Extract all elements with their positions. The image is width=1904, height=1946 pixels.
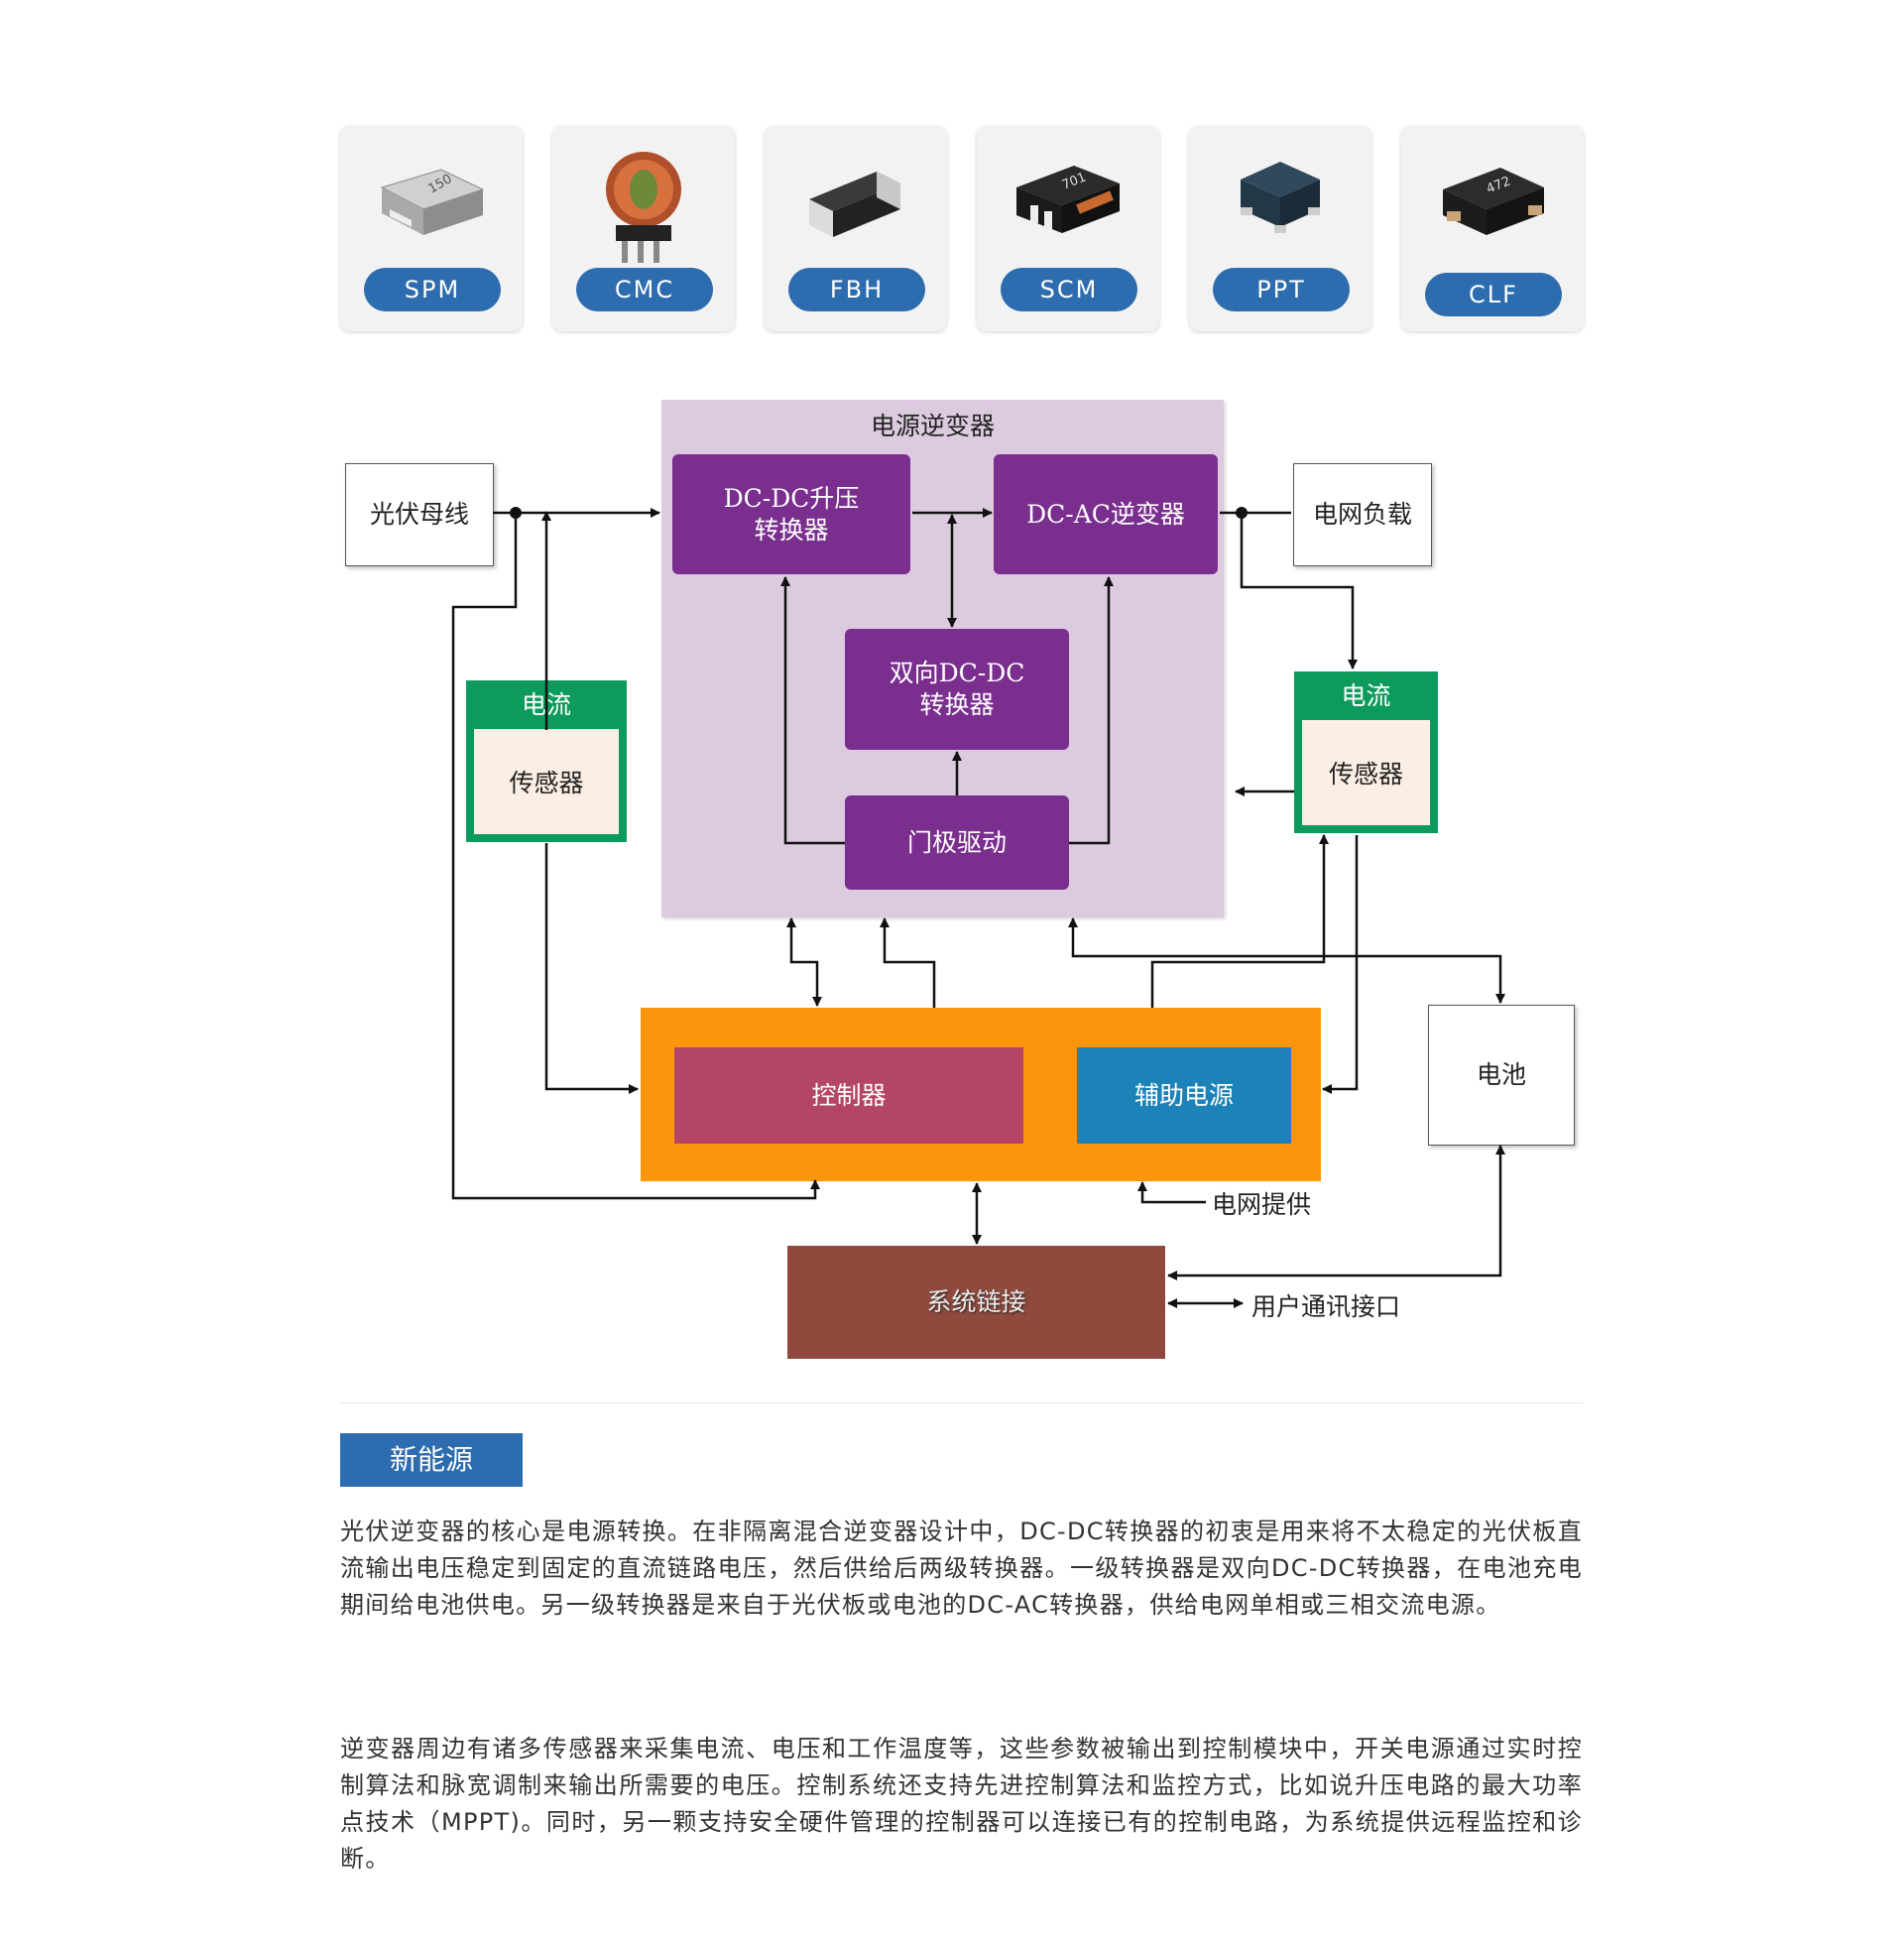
section-tag: 新能源 bbox=[340, 1433, 523, 1487]
current-sensor-left: 电流 传感器 bbox=[466, 680, 627, 842]
product-card-fbh[interactable]: FBH bbox=[765, 126, 947, 331]
coil-inductor-icon: 472 bbox=[1443, 168, 1544, 235]
dcac-inverter: DC-AC逆变器 bbox=[994, 454, 1218, 574]
inverter-block-diagram: 电源逆变器 光伏母线 电网负载 DC-DC升压 转换器 DC-AC逆变器 双向D… bbox=[337, 387, 1587, 1369]
connector-lines bbox=[451, 507, 1505, 1308]
user-comm-label: 用户通讯接口 bbox=[1251, 1292, 1401, 1321]
dcdc-boost-converter: DC-DC升压 转换器 bbox=[672, 454, 910, 574]
product-label-spm[interactable]: SPM bbox=[364, 268, 501, 311]
product-card-scm[interactable]: 701 SCM bbox=[977, 126, 1159, 331]
product-label-scm[interactable]: SCM bbox=[1001, 268, 1137, 311]
ferrite-bead-icon bbox=[809, 172, 900, 237]
product-card-cmc[interactable]: CMC bbox=[552, 126, 735, 331]
product-label-clf[interactable]: CLF bbox=[1425, 273, 1562, 316]
pv-bus-box: 光伏母线 bbox=[345, 463, 494, 566]
smd-power-inductor-icon: 150 bbox=[380, 169, 485, 235]
grid-load-box: 电网负载 bbox=[1293, 463, 1432, 566]
product-card-spm[interactable]: 150 SPM bbox=[340, 126, 523, 331]
power-transformer-icon bbox=[1241, 162, 1320, 233]
common-mode-choke-icon bbox=[606, 152, 681, 263]
product-label-ppt[interactable]: PPT bbox=[1213, 268, 1350, 311]
smd-common-mode-icon: 701 bbox=[1016, 166, 1120, 233]
current-sensor-right: 电流 传感器 bbox=[1294, 671, 1438, 833]
sensor-right-title: 电流 bbox=[1341, 681, 1391, 710]
sensor-left-body: 传感器 bbox=[474, 729, 619, 834]
bidirectional-dcdc-converter: 双向DC-DC 转换器 bbox=[845, 629, 1069, 750]
sensor-right-body: 传感器 bbox=[1302, 720, 1430, 825]
inverter-region-label: 电源逆变器 bbox=[871, 412, 996, 440]
product-card-ppt[interactable]: PPT bbox=[1189, 126, 1371, 331]
aux-power-box: 辅助电源 bbox=[1077, 1047, 1291, 1144]
dcdc-boost-line2: 转换器 bbox=[754, 515, 829, 545]
bidir-line2: 转换器 bbox=[919, 690, 995, 719]
paragraph-2: 逆变器周边有诸多传感器来采集电流、电压和工作温度等，这些参数被输出到控制模块中，… bbox=[340, 1735, 1583, 1873]
paragraph-1: 光伏逆变器的核心是电源转换。在非隔离混合逆变器设计中，DC-DC转换器的初衷是用… bbox=[340, 1518, 1583, 1619]
dcdc-boost-line1: DC-DC升压 bbox=[723, 483, 860, 513]
system-link-box: 系统链接 bbox=[787, 1246, 1165, 1359]
gate-driver: 门极驱动 bbox=[845, 795, 1069, 890]
section-divider bbox=[340, 1402, 1583, 1403]
product-label-fbh[interactable]: FBH bbox=[788, 268, 925, 311]
bidir-line1: 双向DC-DC bbox=[889, 659, 1025, 687]
product-label-cmc[interactable]: CMC bbox=[576, 268, 713, 311]
controller-box: 控制器 bbox=[674, 1047, 1023, 1144]
product-card-clf[interactable]: 472 CLF bbox=[1401, 126, 1584, 331]
